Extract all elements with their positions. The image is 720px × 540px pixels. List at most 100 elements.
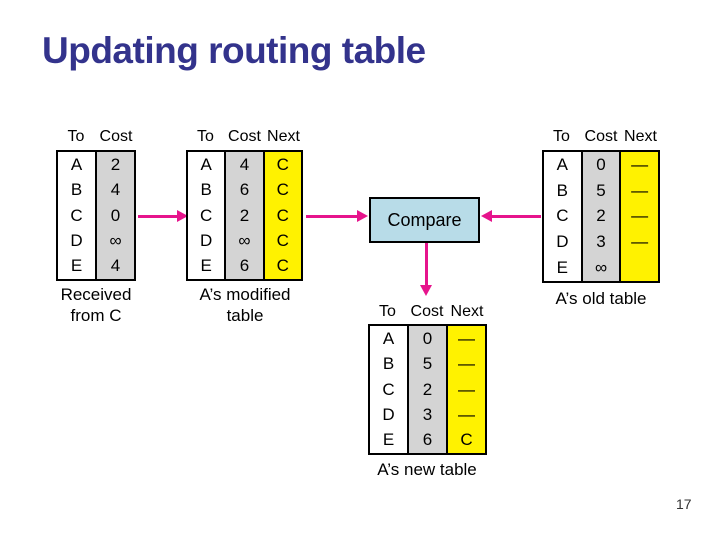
table-cell: A <box>70 154 83 174</box>
column-header: Cost <box>410 303 444 320</box>
table-cell: C <box>276 230 289 250</box>
table-cell: A <box>556 154 568 174</box>
table-cell: 4 <box>239 154 250 174</box>
old-table-caption: A’s old table <box>555 289 647 308</box>
table-cell: 2 <box>110 154 121 174</box>
to-column: A B C D E <box>58 152 95 279</box>
column-header: To <box>67 128 85 145</box>
table-cell: 6 <box>239 180 250 200</box>
table-cell: — <box>458 354 475 374</box>
table-cell: — <box>458 328 475 348</box>
table-cell <box>621 255 658 281</box>
table-cell: — <box>458 404 475 424</box>
modified-table-header: To Cost Next <box>186 127 303 147</box>
table-cell: C <box>200 205 213 225</box>
table-cell: — <box>631 232 649 252</box>
table-cell: B <box>200 180 212 200</box>
page-number: 17 <box>676 496 692 512</box>
arrow-line <box>425 243 428 286</box>
table-cell: C <box>276 205 289 225</box>
table-cell: D <box>200 230 213 250</box>
arrow-line <box>138 215 180 218</box>
arrow-line <box>491 215 541 218</box>
table-cell: D <box>556 232 569 252</box>
table-cell: ∞ <box>109 230 122 250</box>
arrow-down-icon <box>420 285 432 296</box>
table-cell: A <box>382 328 395 348</box>
modified-table-caption: A’s modified table <box>199 285 291 325</box>
table-cell: 4 <box>110 256 121 276</box>
cost-column: 4 6 2 ∞ 6 <box>224 152 263 279</box>
next-column: — — — — C <box>446 326 485 453</box>
table-cell: E <box>556 258 568 278</box>
table-cell: 0 <box>596 154 606 174</box>
table-cell: 0 <box>422 328 433 348</box>
table-cell: ∞ <box>238 230 251 250</box>
table-cell: 0 <box>110 205 121 225</box>
table-cell: 2 <box>596 206 606 226</box>
table-cell: — <box>631 154 649 174</box>
column-header: Cost <box>228 128 261 145</box>
modified-table: A B C D E 4 6 2 ∞ 6 C C C C C <box>186 150 303 281</box>
cost-column: 0 5 2 3 ∞ <box>580 152 620 281</box>
table-cell: 3 <box>596 232 606 252</box>
new-table: A B C D E 0 5 2 3 6 — — — — C <box>368 324 487 455</box>
cost-column: 2 4 0 ∞ 4 <box>95 152 134 279</box>
table-cell: E <box>382 430 395 450</box>
table-cell: C <box>460 430 473 450</box>
table-cell: C <box>276 256 289 276</box>
new-table-caption: A’s new table <box>377 460 477 479</box>
table-cell: 2 <box>422 379 433 399</box>
table-cell: C <box>70 205 83 225</box>
column-header: To <box>553 128 570 145</box>
table-cell: C <box>276 180 289 200</box>
table-cell: 4 <box>110 180 121 200</box>
new-table-header: To Cost Next <box>368 302 487 322</box>
column-header: Next <box>624 128 657 145</box>
received-table: A B C D E 2 4 0 ∞ 4 <box>56 150 136 281</box>
old-table-header: To Cost Next <box>542 127 660 147</box>
table-cell: 3 <box>422 404 433 424</box>
old-table: A B C D E 0 5 2 3 ∞ — — — — <box>542 150 660 283</box>
table-cell: B <box>70 180 83 200</box>
column-header: Cost <box>584 128 618 145</box>
to-column: A B C D E <box>370 326 407 453</box>
table-cell: 5 <box>422 354 433 374</box>
table-cell: A <box>200 154 212 174</box>
next-column: C C C C C <box>262 152 301 279</box>
table-cell: — <box>458 379 475 399</box>
column-header: To <box>197 128 214 145</box>
cost-column: 0 5 2 3 6 <box>407 326 446 453</box>
to-column: A B C D E <box>188 152 225 279</box>
to-column: A B C D E <box>544 152 581 281</box>
arrow-line <box>306 215 359 218</box>
page-title: Updating routing table <box>42 30 426 71</box>
table-cell: B <box>382 354 395 374</box>
received-table-caption: Received from C <box>60 285 132 325</box>
table-cell: E <box>200 256 212 276</box>
column-header: To <box>379 303 396 320</box>
column-header: Next <box>450 303 484 320</box>
column-header: Cost <box>99 128 133 145</box>
table-cell: ∞ <box>594 258 608 278</box>
arrow-right-icon <box>357 210 368 222</box>
table-cell: 2 <box>239 205 250 225</box>
table-cell: C <box>382 379 395 399</box>
table-cell: 5 <box>596 180 606 200</box>
column-header: Next <box>267 128 300 145</box>
table-cell: 6 <box>422 430 433 450</box>
table-cell: 6 <box>239 256 250 276</box>
table-cell: C <box>556 206 569 226</box>
table-cell: D <box>382 404 395 424</box>
table-cell: — <box>631 206 649 226</box>
table-cell: D <box>70 230 83 250</box>
table-cell: E <box>70 256 83 276</box>
table-cell: — <box>631 180 649 200</box>
next-column: — — — — <box>619 152 659 281</box>
compare-box: Compare <box>369 197 480 243</box>
table-cell: C <box>276 154 289 174</box>
table-cell: B <box>556 180 568 200</box>
received-table-header: To Cost <box>56 127 136 147</box>
arrow-left-icon <box>481 210 492 222</box>
